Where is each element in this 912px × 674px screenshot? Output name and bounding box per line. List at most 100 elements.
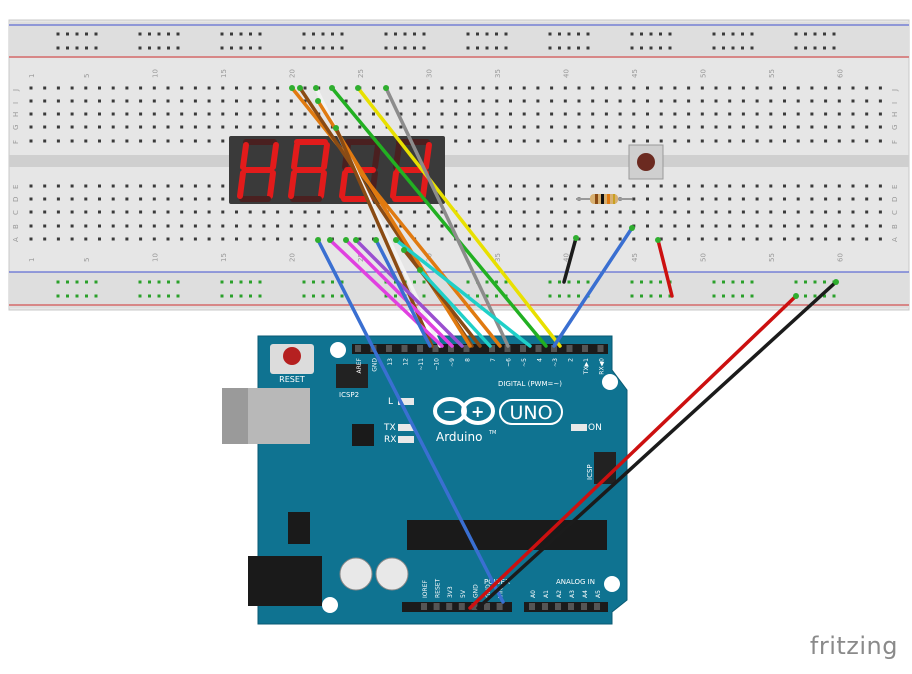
jumper-wire xyxy=(384,86,510,348)
rail-hole xyxy=(794,280,798,284)
jumper-wire xyxy=(562,236,578,284)
breadboard-hole xyxy=(646,125,649,129)
breadboard-hole xyxy=(837,210,841,214)
rail-hole xyxy=(832,46,836,50)
breadboard-hole xyxy=(810,210,814,214)
breadboard-hole xyxy=(193,112,197,116)
breadboard-hole xyxy=(824,184,828,188)
breadboard-hole xyxy=(824,197,828,201)
breadboard-hole xyxy=(372,125,375,129)
breadboard-hole xyxy=(440,125,444,129)
breadboard-hole xyxy=(139,139,143,143)
breadboard-hole xyxy=(824,125,828,129)
jumper-wire xyxy=(344,238,454,348)
breadboard-hole xyxy=(687,139,691,143)
breadboard-hole xyxy=(207,125,211,129)
rail-hole xyxy=(302,46,306,50)
breadboard-hole xyxy=(728,184,732,188)
rail-hole xyxy=(230,294,233,298)
power-pin-label: RESET xyxy=(435,578,442,598)
breadboard-hole xyxy=(509,86,512,90)
breadboard-hole xyxy=(577,139,581,143)
breadboard-hole xyxy=(550,125,554,129)
rail-hole xyxy=(567,280,571,284)
rail-hole xyxy=(750,294,754,298)
digital-pin-label: ~10 xyxy=(434,358,441,371)
breadboard-hole xyxy=(207,184,211,188)
breadboard-hole xyxy=(84,210,88,214)
column-number-labels: 1155101015152020252530303535404045455050… xyxy=(28,69,844,262)
analog-header xyxy=(524,602,608,612)
display-segment xyxy=(372,142,381,170)
rail-hole xyxy=(75,280,79,284)
plus-glyph: + xyxy=(471,402,484,421)
breadboard-hole xyxy=(673,125,677,129)
digital-pin-label: ~3 xyxy=(552,358,559,367)
breadboard-hole xyxy=(152,86,156,90)
rail-hole xyxy=(548,294,552,298)
rail-hole xyxy=(722,32,725,36)
rail-hole xyxy=(485,46,489,50)
breadboard-hole xyxy=(467,184,471,188)
rail-hole xyxy=(340,294,344,298)
breadboard-hole xyxy=(604,86,608,90)
rail-hole xyxy=(485,280,489,284)
rail-hole xyxy=(722,280,725,284)
breadboard-hole xyxy=(413,210,417,214)
breadboard-hole xyxy=(837,184,841,188)
breadboard-hole xyxy=(700,125,704,129)
breadboard-hole xyxy=(56,125,60,129)
fritzing-watermark: fritzing xyxy=(809,632,898,660)
button-cap-icon[interactable] xyxy=(637,153,655,171)
breadboard-hole xyxy=(604,112,608,116)
rail-hole xyxy=(741,280,744,284)
breadboard-hole xyxy=(70,197,74,201)
breadboard-hole xyxy=(481,224,485,228)
rail-hole xyxy=(640,46,643,50)
jumper-wire xyxy=(552,226,634,348)
rail-hole xyxy=(176,46,180,50)
breadboard-hole xyxy=(111,125,115,129)
breadboard-hole xyxy=(344,86,348,90)
wire-endpoint xyxy=(833,279,839,285)
breadboard-hole xyxy=(193,224,197,228)
breadboard-hole xyxy=(207,139,211,143)
rail-hole xyxy=(176,280,180,284)
icsp-label: ICSP xyxy=(586,464,594,480)
breadboard-hole xyxy=(604,125,608,129)
breadboard-hole xyxy=(591,112,595,116)
breadboard-hole xyxy=(152,210,156,214)
breadboard-hole xyxy=(56,184,60,188)
breadboard-hole xyxy=(70,210,74,214)
breadboard-hole xyxy=(166,224,170,228)
pushbutton[interactable] xyxy=(628,144,664,180)
breadboard-hole xyxy=(714,184,718,188)
breadboard-hole xyxy=(687,197,691,201)
rail-hole xyxy=(823,32,826,36)
rail-hole xyxy=(239,280,243,284)
breadboard-hole xyxy=(426,86,430,90)
breadboard-hole xyxy=(741,125,745,129)
reset-button-icon[interactable] xyxy=(283,347,301,365)
column-number-top: 40 xyxy=(562,69,570,78)
breadboard-hole xyxy=(728,112,732,116)
rx-label: RX xyxy=(384,435,396,445)
rail-hole xyxy=(731,294,735,298)
breadboard-hole xyxy=(125,197,129,201)
breadboard-hole xyxy=(851,224,855,228)
breadboard-hole xyxy=(385,112,389,116)
top-power-rail xyxy=(9,22,909,58)
breadboard-hole xyxy=(262,86,266,90)
breadboard-hole xyxy=(878,224,882,228)
breadboard-hole xyxy=(577,86,581,90)
breadboard-hole xyxy=(522,125,526,129)
breadboard-hole xyxy=(84,112,88,116)
breadboard-hole xyxy=(152,139,156,143)
breadboard-hole xyxy=(646,210,649,214)
breadboard-hole xyxy=(755,237,759,241)
rail-hole xyxy=(302,294,306,298)
breadboard-hole xyxy=(454,112,458,116)
rail-hole xyxy=(422,280,426,284)
breadboard-hole xyxy=(591,125,595,129)
